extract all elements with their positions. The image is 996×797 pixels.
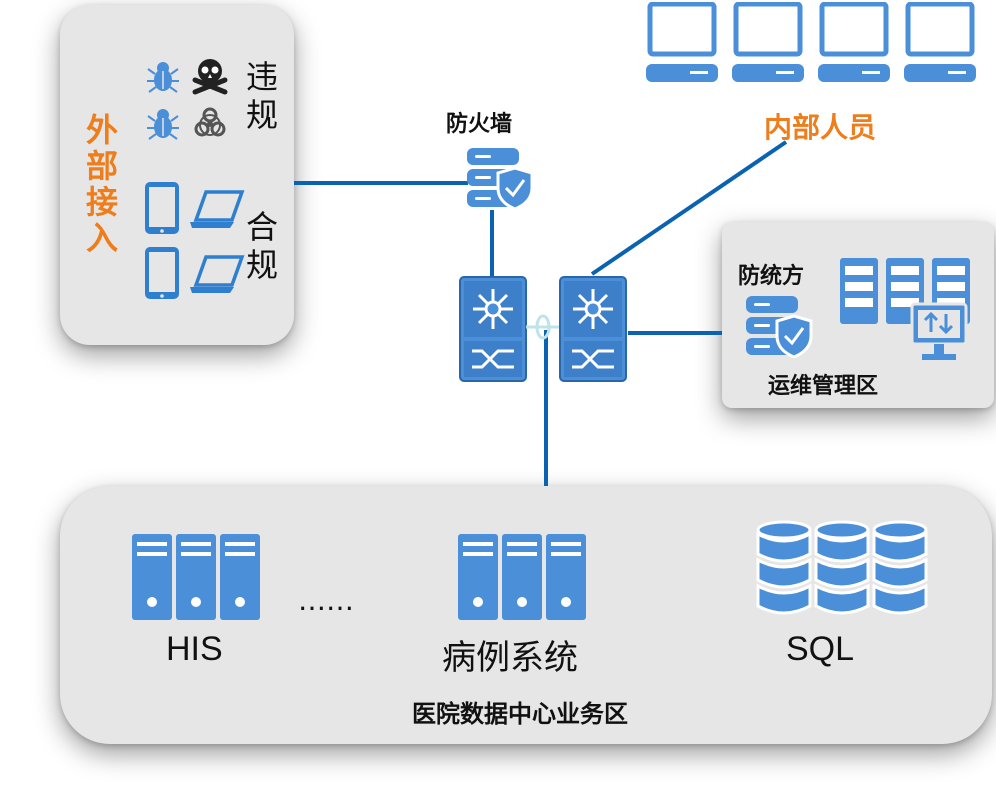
defender-label: 防统方 xyxy=(738,264,805,289)
desktop-icon xyxy=(818,2,890,82)
internal-staff-label: 内部人员 xyxy=(764,111,877,144)
compliant-label-char: 规 xyxy=(246,246,279,284)
datacenter-zone-label: 医院数据中心业务区 xyxy=(412,700,628,728)
ops-servers-icon xyxy=(840,258,970,360)
biohazard-icon xyxy=(194,107,226,137)
desktop-icon xyxy=(904,2,976,82)
external-access-title-char: 接 xyxy=(85,183,118,221)
firewall-server-icon xyxy=(467,148,534,210)
case-system-server-icon xyxy=(458,534,586,620)
violation-label-char: 规 xyxy=(246,96,279,134)
external-access-title-char: 部 xyxy=(85,147,118,185)
database-cylinder xyxy=(756,520,812,615)
laptop-icon xyxy=(190,255,245,293)
skull-icon xyxy=(192,59,228,95)
core-switch-left xyxy=(459,276,527,382)
case-system-label: 病例系统 xyxy=(442,638,578,678)
his-server-icon xyxy=(132,534,260,620)
bug-icon xyxy=(147,62,179,93)
external-access-title-char: 入 xyxy=(85,219,118,257)
monitor-upload-icon xyxy=(910,302,968,360)
database-cylinder xyxy=(872,520,928,615)
ellipsis-label: …… xyxy=(298,584,354,617)
compliant-label: 合 规 xyxy=(246,208,278,284)
external-access-title: 外 部 接 入 xyxy=(82,112,122,256)
core-switch-right xyxy=(559,276,627,382)
firewall-label: 防火墙 xyxy=(446,112,513,137)
tablet-icon xyxy=(145,247,179,299)
laptop-icon xyxy=(190,190,245,228)
internal-staff-computers xyxy=(646,2,976,82)
core-switch-stack xyxy=(459,276,627,382)
external-access-title-char: 外 xyxy=(85,111,118,149)
violation-label-char: 违 xyxy=(246,58,279,96)
violation-label: 违 规 xyxy=(246,58,278,134)
compliant-label-char: 合 xyxy=(246,208,279,246)
defender-server-icon xyxy=(746,296,813,358)
bug-icon xyxy=(147,109,179,140)
database-cylinder xyxy=(814,520,870,615)
sql-database-icon xyxy=(756,520,928,615)
his-label: HIS xyxy=(166,630,223,668)
ops-zone-label: 运维管理区 xyxy=(768,374,879,399)
desktop-icon xyxy=(646,2,718,82)
stack-link xyxy=(526,314,560,340)
sql-label: SQL xyxy=(786,630,855,668)
link-staff-switch xyxy=(590,140,788,276)
tablet-icon xyxy=(145,182,179,234)
desktop-icon xyxy=(732,2,804,82)
